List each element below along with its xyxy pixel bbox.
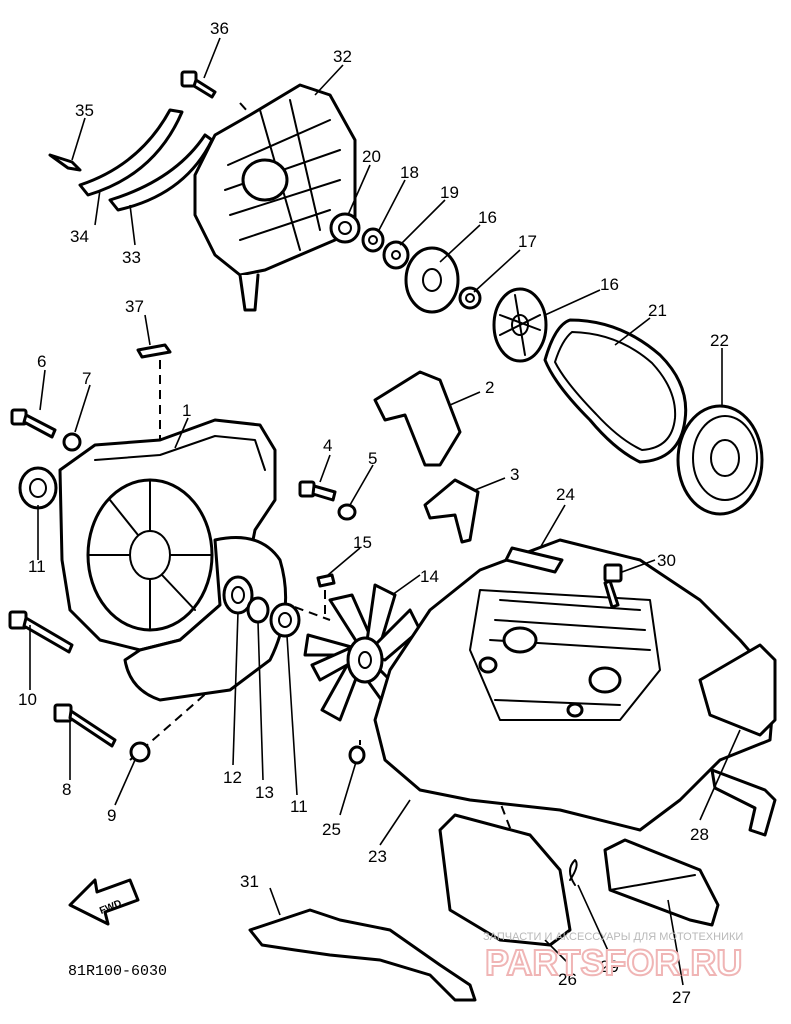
watermark: ЗАПЧАСТИ И АКСЕССУАРЫ ДЛЯ МОТОТЕХНИКИ PA… (483, 931, 743, 984)
strap-33-34 (78, 108, 214, 212)
clip-37 (136, 343, 172, 359)
label-5: 5 (368, 449, 377, 468)
label-16b: 16 (600, 275, 619, 294)
label-28: 28 (690, 825, 709, 844)
housing-1 (58, 418, 288, 702)
label-20: 20 (362, 147, 381, 166)
label-3: 3 (510, 465, 519, 484)
label-18: 18 (400, 163, 419, 182)
label-2: 2 (485, 378, 494, 397)
label-33: 33 (122, 248, 141, 267)
washer-18 (361, 227, 385, 253)
label-25: 25 (322, 820, 341, 839)
washer-19 (382, 240, 410, 270)
belt-21 (543, 318, 688, 464)
label-21: 21 (648, 301, 667, 320)
label-31: 31 (240, 872, 259, 891)
label-9: 9 (107, 806, 116, 825)
label-22: 22 (710, 331, 729, 350)
label-1: 1 (182, 401, 191, 420)
watermark-tagline: ЗАПЧАСТИ И АКСЕССУАРЫ ДЛЯ МОТОТЕХНИКИ (483, 931, 743, 943)
label-26: 26 (558, 970, 577, 989)
label-12: 12 (223, 768, 242, 787)
watermark-brand: PARTSFOR.RU (485, 942, 742, 983)
label-36: 36 (210, 19, 229, 38)
label-32: 32 (333, 47, 352, 66)
seal-11a (18, 466, 58, 510)
fwd-arrow-icon: FWD (68, 878, 140, 926)
label-19: 19 (440, 183, 459, 202)
pulley-22 (676, 404, 764, 516)
label-10: 10 (18, 690, 37, 709)
nut-25 (348, 745, 366, 765)
washer-5 (337, 503, 357, 521)
bolt-6 (10, 408, 57, 439)
rear-cover-32 (193, 83, 357, 312)
label-plate-24 (504, 546, 564, 574)
screw-35 (48, 153, 82, 172)
label-15: 15 (353, 533, 372, 552)
label-11b: 11 (290, 797, 308, 816)
label-14: 14 (420, 567, 439, 586)
label-30: 30 (657, 551, 676, 570)
shroud-23 (373, 538, 777, 832)
label-24: 24 (556, 485, 575, 504)
label-23: 23 (368, 847, 387, 866)
fan-14 (303, 583, 422, 722)
label-16a: 16 (478, 208, 497, 227)
bolt-30 (603, 563, 623, 609)
key-15 (316, 573, 336, 588)
washer-17 (458, 286, 482, 310)
label-6: 6 (37, 352, 46, 371)
collar-20 (329, 212, 361, 244)
label-27: 27 (672, 988, 691, 1007)
washer-7 (62, 432, 82, 452)
clip-29 (569, 859, 578, 886)
plate-2 (373, 370, 462, 467)
label-17: 17 (518, 232, 537, 251)
label-34: 34 (70, 227, 89, 246)
washer-9 (129, 741, 151, 763)
diagram-code: 81R100-6030 (68, 963, 167, 980)
label-13: 13 (255, 783, 274, 802)
label-35: 35 (75, 101, 94, 120)
washer-13 (246, 596, 270, 624)
cover-26 (438, 813, 572, 947)
label-7: 7 (82, 369, 91, 388)
label-29: 29 (600, 957, 619, 976)
bolt-8 (53, 703, 117, 748)
label-37: 37 (125, 297, 144, 316)
cover-31 (248, 908, 477, 1002)
label-4: 4 (323, 436, 332, 455)
seal-11b (269, 602, 301, 638)
bolt-10 (8, 610, 74, 654)
bracket-3 (423, 478, 480, 544)
guard-27 (603, 838, 720, 927)
label-8: 8 (62, 780, 71, 799)
part-numbers: 36 32 35 34 33 20 18 19 16 17 16 21 22 3… (18, 19, 729, 1007)
leader-lines (29, 37, 741, 986)
bracket-28 (710, 768, 777, 837)
pulley-half-16a (404, 246, 460, 314)
bolt-36 (180, 70, 217, 99)
pulley-half-16b (492, 287, 548, 363)
label-11a: 11 (28, 557, 46, 576)
bolt-4 (298, 480, 337, 502)
